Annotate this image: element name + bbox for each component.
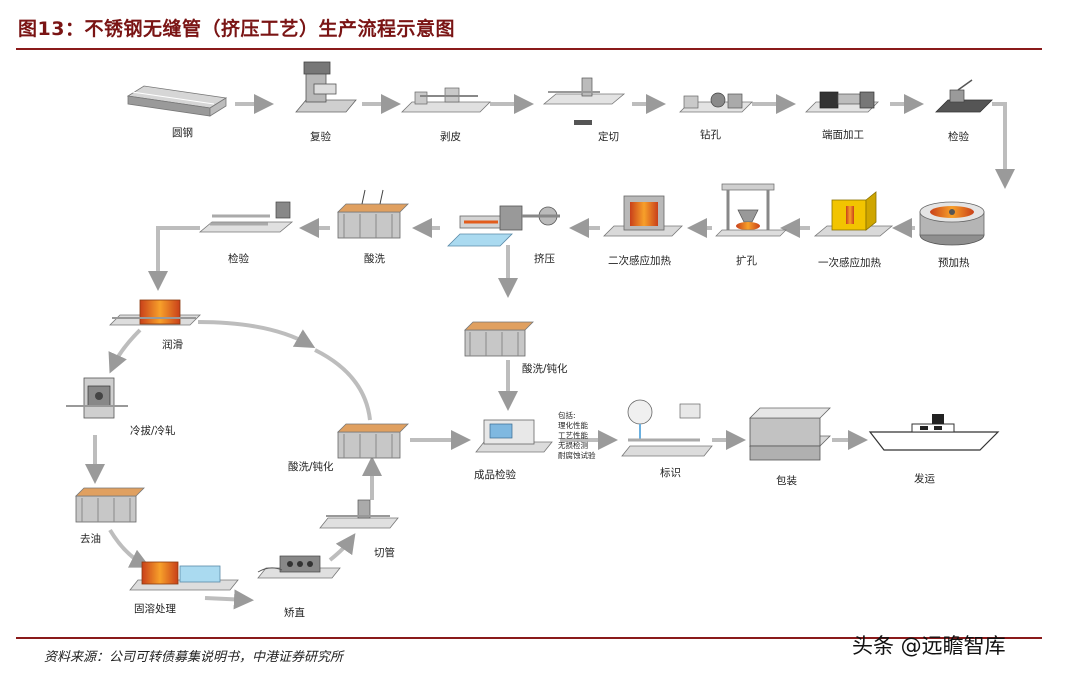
inspection-rack-icon	[198, 201, 294, 233]
label-recheck: 复验	[310, 130, 331, 143]
label-end-face: 端面加工	[822, 128, 864, 141]
label-lubricate: 润滑	[162, 338, 183, 351]
label-drill: 钻孔	[700, 128, 721, 141]
label-extrude: 挤压	[534, 252, 555, 265]
label-preheat: 预加热	[938, 256, 970, 269]
inspection-item: 理化性能	[558, 420, 588, 430]
straightening-machine-icon	[257, 555, 341, 579]
inspection-item: 耐腐蚀试验	[558, 450, 596, 460]
label-degrease: 去油	[80, 532, 101, 545]
inspection-item: 包括:	[558, 410, 576, 420]
label-pickle1: 酸洗	[364, 252, 385, 265]
inspection-item: 工艺性能	[558, 430, 588, 440]
label-cut-length: 定切	[598, 130, 619, 143]
label-peel: 剥皮	[440, 130, 461, 143]
label-round-steel: 圆钢	[172, 126, 193, 139]
inspection-item: 无损检测	[558, 440, 588, 450]
pickling-tank-3-icon	[337, 423, 409, 459]
source-note: 资料来源：公司可转债募集说明书，中港证券研究所	[44, 650, 344, 665]
label-mark: 标识	[660, 467, 681, 479]
lubrication-tank-icon	[109, 299, 201, 326]
induction-heater-1-icon	[813, 191, 894, 237]
figure-title: 图13：不锈钢无缝管（挤压工艺）生产流程示意图	[18, 18, 455, 40]
solution-furnace-icon	[129, 561, 239, 591]
pickling-tank-1-icon	[337, 189, 409, 239]
label-cold-draw: 冷拔/冷轧	[130, 424, 176, 437]
degreasing-tank-icon	[75, 487, 145, 523]
recheck-machine-icon	[295, 61, 357, 113]
title-rule	[16, 48, 1042, 50]
cold-drawing-mill-icon	[66, 377, 128, 419]
label-pickle-passivate1: 酸洗/钝化	[288, 460, 334, 473]
label-inspect2: 检验	[228, 252, 249, 265]
peeling-machine-icon	[401, 87, 491, 113]
label-expand: 扩孔	[736, 254, 757, 267]
round-steel-icon	[126, 85, 228, 117]
label-pack: 包装	[776, 474, 797, 487]
label-straighten: 矫直	[284, 606, 305, 619]
label-pickle-passivate2: 酸洗/钝化	[522, 362, 568, 375]
final-inspection-icon	[475, 419, 553, 453]
preheat-furnace-icon	[919, 201, 985, 246]
footer-rule	[16, 637, 1042, 639]
label-inspect1: 检验	[948, 130, 969, 143]
label-solution: 固溶处理	[134, 602, 176, 615]
label-cut-tube: 切管	[374, 546, 395, 559]
label-final-inspect: 成品检验	[474, 468, 516, 481]
extrusion-press-icon	[447, 205, 560, 247]
end-facing-machine-icon	[805, 91, 879, 113]
packing-crate-icon	[749, 407, 831, 461]
tube-cutting-machine-icon	[319, 499, 399, 529]
drilling-machine-icon	[679, 92, 753, 113]
step-labels: 圆钢 复验 剥皮 定切 钻孔 端面加工 检验 预加热 一次感应加热 扩孔 二次感…	[80, 126, 970, 619]
cargo-ship-icon	[868, 414, 1000, 451]
flow-lines	[85, 94, 1015, 610]
cutting-machine-icon	[542, 77, 626, 125]
label-ship: 发运	[914, 472, 935, 485]
marking-station-icon	[621, 399, 713, 457]
inspection-items-note: 包括: 理化性能 工艺性能 无损检测 耐腐蚀试验	[558, 410, 596, 460]
label-induction1: 一次感应加热	[818, 256, 881, 269]
expansion-press-icon	[715, 183, 787, 237]
watermark: 头条 @远瞻智库	[852, 634, 1006, 658]
pickling-tank-2-icon	[464, 321, 534, 357]
inspection-station-icon	[935, 79, 993, 113]
label-induction2: 二次感应加热	[608, 254, 671, 267]
induction-heater-2-icon	[603, 195, 683, 237]
